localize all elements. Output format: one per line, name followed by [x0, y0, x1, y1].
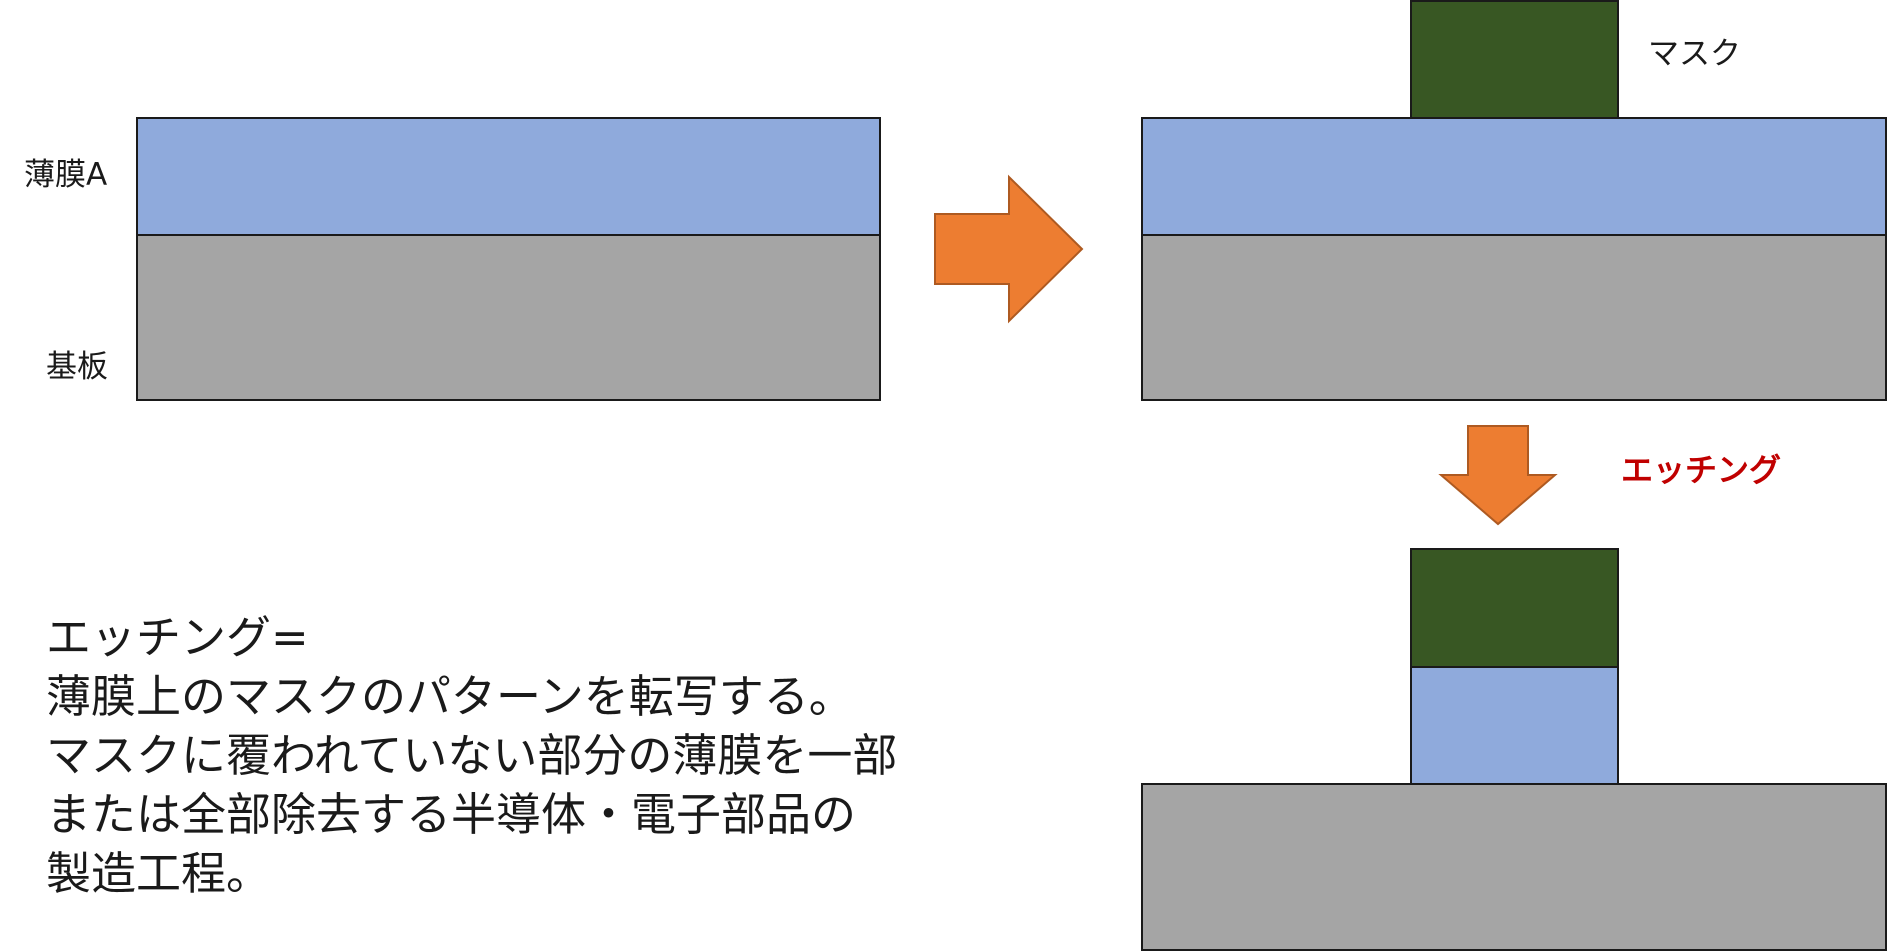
stage1-substrate: [136, 234, 881, 401]
stage1-film-a: [136, 117, 881, 236]
description-line: または全部除去する半導体・電子部品の: [46, 788, 857, 841]
mask-label: マスク: [1648, 36, 1741, 72]
etching-description: エッチング= 薄膜上のマスクのパターンを転写する。 マスクに覆われていない部分の…: [46, 608, 1046, 903]
stage2-mask: [1410, 0, 1619, 119]
description-line: 薄膜上のマスクのパターンを転写する。: [46, 670, 854, 723]
etching-label: エッチング: [1621, 451, 1782, 489]
description-line: エッチング=: [46, 611, 309, 664]
substrate-label: 基板: [46, 349, 108, 385]
stage2-film-a: [1141, 117, 1887, 236]
down-arrow-icon: [1438, 425, 1558, 526]
description-line: 製造工程。: [46, 847, 272, 900]
right-arrow-icon: [934, 174, 1084, 324]
stage2-substrate: [1141, 234, 1887, 401]
film-a-label: 薄膜A: [24, 157, 108, 193]
stage3-film-a: [1410, 666, 1619, 785]
stage3-substrate: [1141, 783, 1887, 951]
description-line: マスクに覆われていない部分の薄膜を一部: [46, 729, 898, 782]
stage3-mask: [1410, 548, 1619, 668]
